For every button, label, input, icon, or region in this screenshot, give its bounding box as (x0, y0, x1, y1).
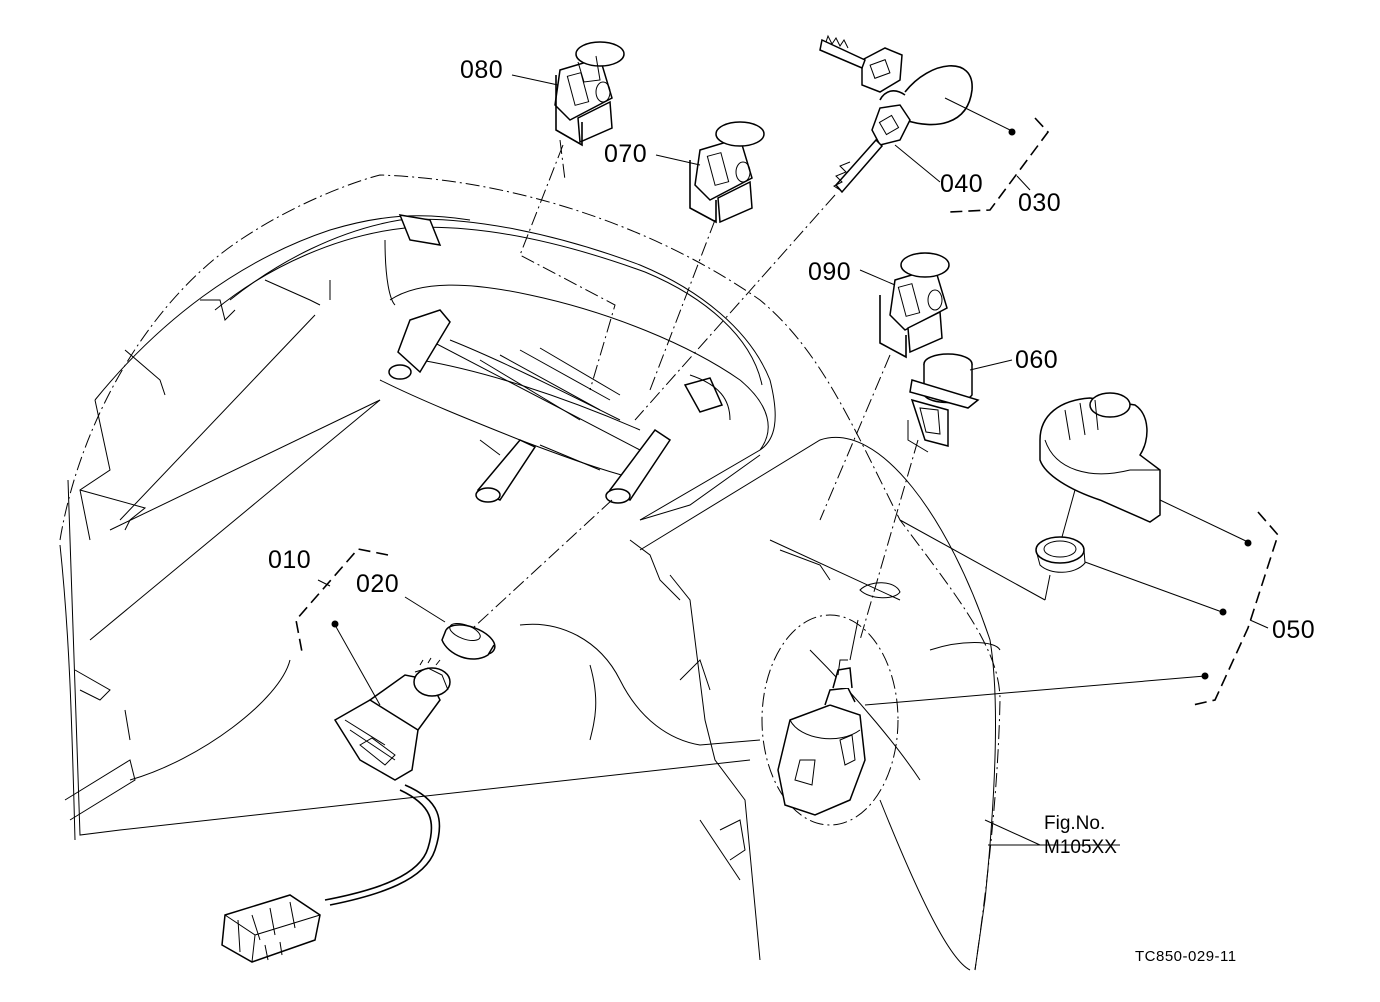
part-070-switch-drawing (689, 121, 765, 224)
part-label-010: 010 (268, 546, 312, 574)
meter-hood (214, 214, 776, 601)
part-090-switch-drawing (879, 252, 950, 359)
figure-number-value: M105XX (1044, 836, 1117, 858)
group-brackets (295, 117, 1279, 706)
part-label-060: 060 (1015, 346, 1059, 374)
lower-side-panel (519, 437, 1046, 971)
dashboard-panel-outline (59, 174, 1001, 971)
figure-number-label: Fig.No. (1044, 813, 1106, 834)
part-label-020: 020 (356, 570, 400, 598)
part-label-090: 090 (808, 258, 852, 286)
part-080-switch-drawing (554, 41, 625, 147)
part-050-knob-drawing (1035, 392, 1161, 601)
part-label-070: 070 (604, 140, 648, 168)
figure-number-block: Fig.No. M105XX (1044, 812, 1117, 860)
drawing-code: TC850-029-11 (1135, 948, 1237, 965)
part-020-nut-drawing (441, 622, 496, 660)
part-label-080: 080 (460, 56, 504, 84)
part-label-050: 050 (1272, 616, 1316, 644)
part-label-030: 030 (1018, 189, 1062, 217)
part-040-keys-drawing (819, 34, 973, 194)
part-label-040: 040 (940, 170, 984, 198)
part-010-ignition-switch-drawing (221, 657, 451, 963)
part-060-drawing (907, 353, 980, 453)
ignition-key-switch-drawing (777, 619, 866, 816)
reference-dots (331, 128, 1252, 680)
leader-lines (334, 74, 1249, 846)
assembly-lines (459, 139, 919, 826)
